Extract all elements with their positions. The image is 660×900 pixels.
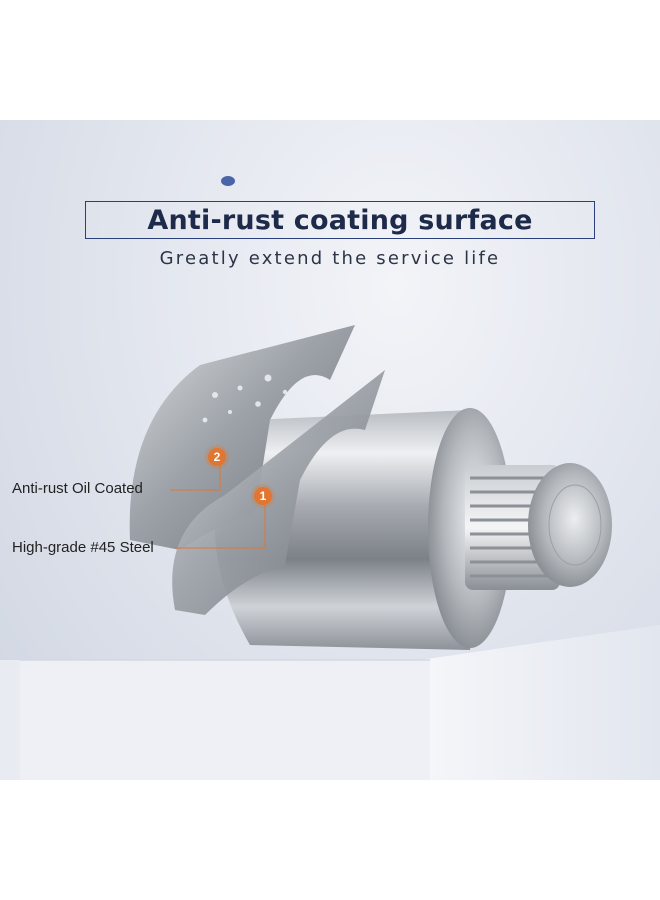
callout-badge-2: 2 bbox=[208, 448, 226, 466]
subtitle: Greatly extend the service life bbox=[159, 248, 501, 269]
callout-badge-1: 1 bbox=[254, 487, 272, 505]
callout-label-steel: High-grade #45 Steel bbox=[12, 539, 154, 556]
title-frame: Anti-rust coating surface bbox=[85, 201, 595, 239]
callout-label-oil-coated: Anti-rust Oil Coated bbox=[12, 480, 143, 497]
title: Anti-rust coating surface bbox=[147, 204, 533, 236]
steel-adapter-illustration bbox=[0, 325, 660, 780]
accent-dot bbox=[221, 176, 235, 186]
product-scene: Anti-rust coating surface Greatly extend… bbox=[0, 120, 660, 780]
